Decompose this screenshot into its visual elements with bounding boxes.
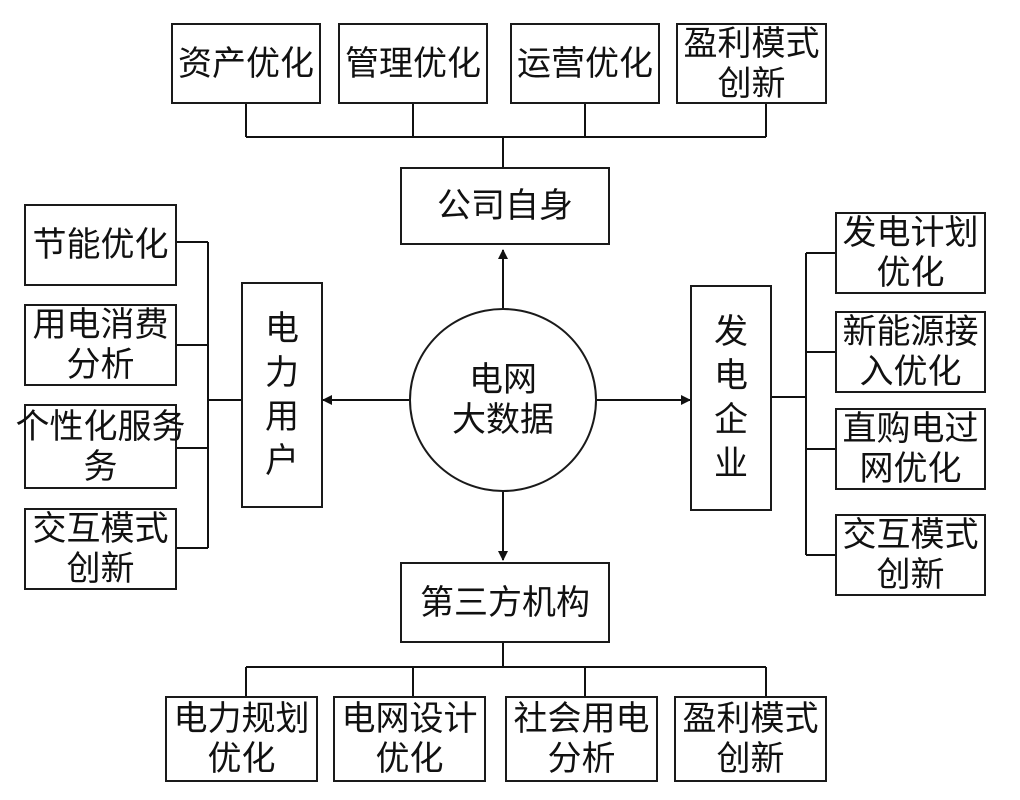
top-item-box: 资产优化	[171, 23, 321, 104]
left-item-label: 用电消费 分析	[32, 305, 169, 385]
center-label: 电网 大数据	[452, 360, 554, 440]
top-item-box: 管理优化	[338, 23, 488, 104]
left-item-label: 交互模式 创新	[32, 509, 169, 589]
left-item-box: 个性化服务 务	[16, 404, 186, 489]
left-hub-box: 电 力 用 户	[241, 282, 323, 508]
bottom-hub-label: 第三方机构	[420, 582, 590, 623]
right-item-box: 新能源接 入优化	[835, 311, 986, 393]
top-tree-lines	[245, 104, 767, 167]
center-circle: 电网 大数据	[409, 308, 597, 492]
right-tree-lines	[772, 252, 835, 556]
right-item-label: 新能源接 入优化	[842, 312, 979, 392]
bottom-item-label: 电网设计 优化	[341, 699, 478, 779]
top-item-box: 盈利模式 创新	[676, 23, 827, 104]
right-item-box: 发电计划 优化	[835, 212, 986, 294]
left-item-box: 节能优化	[24, 204, 177, 286]
top-item-label: 资产优化	[178, 43, 314, 84]
top-item-label: 运营优化	[517, 43, 653, 84]
top-item-label: 盈利模式 创新	[683, 23, 820, 104]
right-item-box: 交互模式 创新	[835, 514, 986, 596]
bottom-item-label: 电力规划 优化	[173, 699, 310, 779]
right-item-label: 直购电过 网优化	[842, 409, 979, 489]
right-hub-box: 发 电 企 业	[690, 285, 772, 511]
top-item-box: 运营优化	[510, 23, 660, 104]
left-item-label: 个性化服务 务	[15, 406, 186, 487]
top-hub-box: 公司自身	[400, 167, 610, 245]
bottom-item-label: 社会用电 分析	[513, 699, 650, 779]
left-hub-label: 电 力 用 户	[265, 309, 299, 481]
top-hub-label: 公司自身	[437, 186, 573, 226]
bottom-hub-box: 第三方机构	[400, 562, 610, 643]
bottom-item-box: 电网设计 优化	[333, 696, 486, 782]
right-item-box: 直购电过 网优化	[835, 408, 986, 490]
left-item-box: 用电消费 分析	[24, 304, 177, 386]
right-item-label: 发电计划 优化	[842, 213, 979, 293]
bottom-tree-lines	[245, 643, 767, 696]
bottom-item-box: 社会用电 分析	[505, 696, 658, 782]
right-item-label: 交互模式 创新	[842, 515, 979, 595]
left-item-label: 节能优化	[32, 225, 169, 265]
right-hub-label: 发 电 企 业	[714, 312, 748, 484]
bottom-item-label: 盈利模式 创新	[682, 699, 819, 779]
left-tree-lines	[177, 241, 241, 549]
left-item-box: 交互模式 创新	[24, 508, 177, 590]
top-item-label: 管理优化	[345, 43, 481, 84]
bottom-item-box: 盈利模式 创新	[674, 696, 827, 782]
bottom-item-box: 电力规划 优化	[165, 696, 318, 782]
